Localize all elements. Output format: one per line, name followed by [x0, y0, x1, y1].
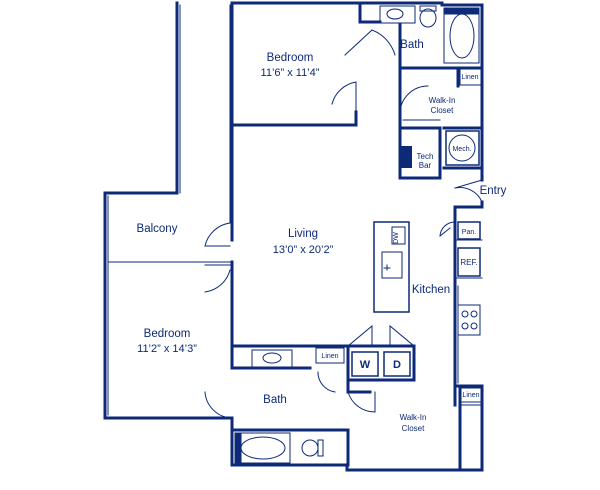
- balcony-door-swing: [204, 222, 231, 293]
- top-toilet: [419, 8, 437, 28]
- mech-label: Mech.: [452, 146, 471, 153]
- linen-bottom-box: [460, 387, 482, 403]
- balcony-label: Balcony: [137, 223, 178, 235]
- ref-box: [457, 247, 481, 277]
- tech-bar-line1: Tech: [417, 152, 434, 161]
- washer-box: [351, 351, 379, 377]
- ref-label: REF.: [460, 258, 477, 267]
- linen-mid-box: [315, 347, 345, 364]
- walkin-bottom-line2: Closet: [402, 424, 425, 433]
- bottom-toilet: [301, 439, 319, 457]
- cooktop: [457, 304, 481, 336]
- tech-bar-line2: Bar: [419, 161, 432, 170]
- mech-box: [445, 130, 480, 166]
- linen-mid-label: Linen: [321, 353, 338, 360]
- bottom-vanity: [251, 349, 293, 368]
- tech-bar-fill: [400, 146, 412, 168]
- top-bath-vanity: [379, 5, 416, 24]
- top-bath-door-swing: [344, 29, 396, 56]
- linen-top-label: Linen: [461, 74, 478, 81]
- bedroom-top-name: Bedroom: [267, 52, 314, 64]
- washer-label: W: [360, 359, 371, 371]
- bottom-walkin-door-swing: [347, 391, 376, 413]
- laundry-walls: [230, 344, 416, 394]
- linen-bottom-label: Linen: [462, 392, 479, 399]
- top-bedroom-door-swing: [331, 81, 357, 105]
- pantry-label: Pan.: [462, 229, 476, 236]
- top-bedroom-walls: [230, 1, 362, 242]
- living-dims: 13’0” x 20’2”: [273, 244, 334, 256]
- entry-door-swing: [454, 179, 483, 203]
- bath-bottom-name: Bath: [263, 394, 287, 406]
- balcony-rail: [107, 4, 231, 416]
- walkin-top-line2: Closet: [431, 106, 454, 115]
- dishwasher-label: DW: [393, 232, 400, 244]
- bath-top-name: Bath: [400, 39, 424, 51]
- laundry-doors: [347, 324, 415, 347]
- dryer-label: D: [393, 359, 401, 371]
- bottom-walkin-walls: [346, 384, 462, 470]
- island-sink: [381, 251, 403, 279]
- linen-top-box: [459, 67, 482, 86]
- bedroom-top-dims: 11’6” x 11’4”: [261, 67, 320, 79]
- exterior-walls: [103, 1, 484, 472]
- bottom-bath-walls: [230, 344, 350, 467]
- kitchen-label: Kitchen: [412, 284, 450, 296]
- walkin-bottom-line1: Walk-In: [400, 413, 427, 422]
- tech-mech-walls: [398, 126, 484, 180]
- bedroom-bottom-name: Bedroom: [144, 328, 191, 340]
- entry-label: Entry: [480, 185, 507, 197]
- pantry-box: [457, 221, 481, 240]
- kitchen-island: [373, 221, 410, 313]
- walkin-door-swing: [399, 85, 429, 113]
- walkin-top-line1: Walk-In: [429, 96, 456, 105]
- bottom-bath-door-swing: [204, 371, 336, 419]
- dryer-box: [383, 351, 411, 377]
- living-name: Living: [288, 228, 318, 240]
- island-dishwasher: [391, 226, 406, 245]
- bedroom-bottom-dims: 11’2” x 14’3”: [137, 343, 197, 355]
